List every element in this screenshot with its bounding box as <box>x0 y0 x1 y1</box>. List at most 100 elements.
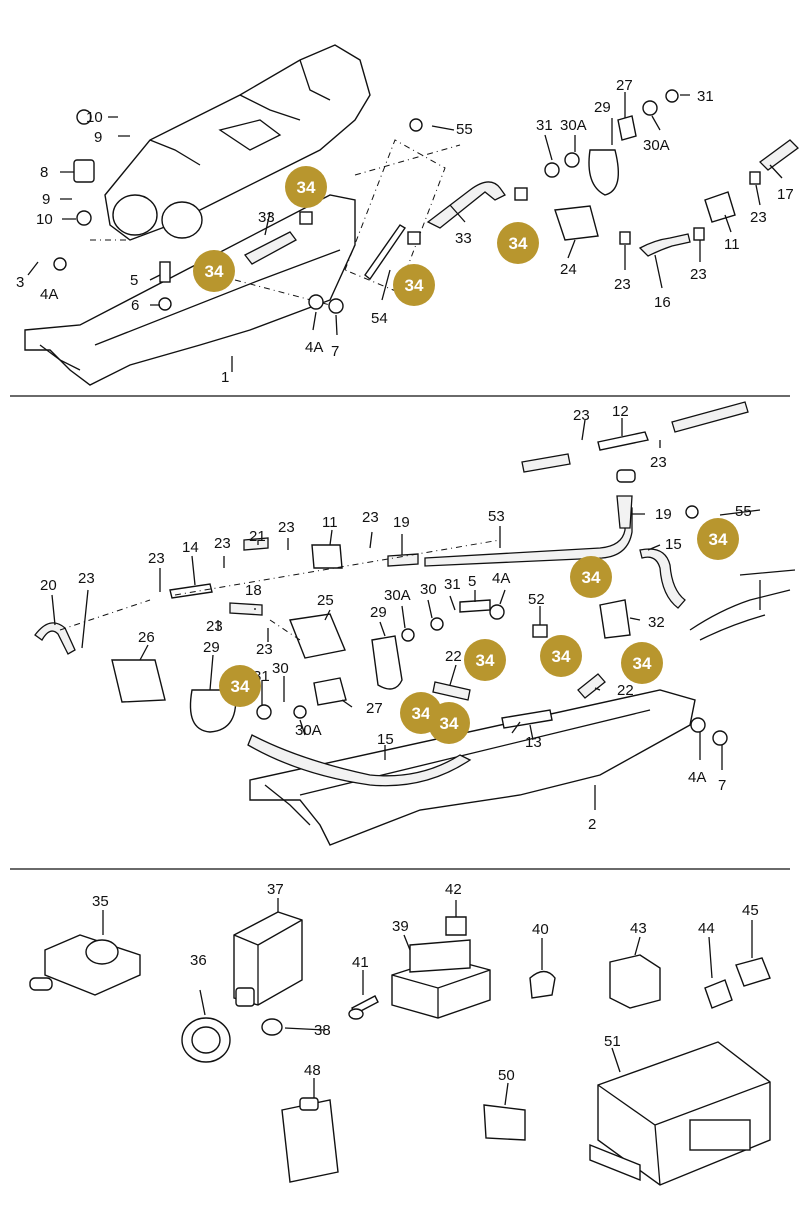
label-21: 21 <box>249 528 266 545</box>
bulb-38 <box>261 1018 283 1036</box>
label-13: 13 <box>525 734 542 751</box>
relay-37-edges <box>233 919 303 1005</box>
label-2: 2 <box>588 816 596 833</box>
tank-neck-right <box>161 201 203 239</box>
hose-18 <box>229 602 263 616</box>
fuel-tank-shape <box>104 44 371 241</box>
label-19-right: 19 <box>655 506 672 523</box>
badge-34-d: 34 <box>497 222 539 264</box>
badge-34-e: 34 <box>697 518 739 560</box>
relay-block-39-edges <box>391 969 491 1018</box>
label-23-s2c: 23 <box>214 535 231 552</box>
connector-45 <box>735 957 771 987</box>
svg-text:34: 34 <box>582 568 601 587</box>
t-piece-12 <box>597 431 649 451</box>
washer-4A <box>53 257 67 271</box>
nut-31-top <box>544 162 560 178</box>
label-12: 12 <box>612 403 629 420</box>
label-27-section2: 27 <box>366 700 383 717</box>
label-1: 1 <box>221 369 229 386</box>
label-5: 5 <box>130 272 138 289</box>
svg-text:34: 34 <box>405 276 424 295</box>
label-7: 7 <box>331 343 339 360</box>
cap-23-bottom <box>616 469 636 483</box>
badge-34-f: 34 <box>570 556 612 598</box>
label-39: 39 <box>392 918 409 935</box>
pipe-13 <box>501 709 553 729</box>
leader-lines <box>27 92 783 1106</box>
control-unit-51-socket <box>689 1119 751 1151</box>
relay-37-socket <box>235 987 255 1007</box>
part-labels: 10 9 8 9 10 3 4A 5 6 1 4A 7 33 33 54 55 … <box>16 77 794 1084</box>
label-22-left: 22 <box>445 648 462 665</box>
nut-31-left <box>256 704 272 720</box>
label-29-left: 29 <box>203 639 220 656</box>
engine-detail-lines <box>739 569 796 610</box>
nut-10b <box>76 210 92 226</box>
label-15-lower: 15 <box>377 731 394 748</box>
label-11-section2: 11 <box>322 514 338 531</box>
center-lines-1 <box>90 144 461 306</box>
nut-31-right <box>665 89 679 103</box>
part-8-mount <box>73 159 95 183</box>
label-23-s2a: 23 <box>362 509 379 526</box>
label-6: 6 <box>131 297 139 314</box>
section-2-drawing <box>34 401 796 846</box>
badge-34-h: 34 <box>540 635 582 677</box>
clamp-23-e <box>299 211 313 225</box>
label-3: 3 <box>16 274 24 291</box>
label-23-s2f: 23 <box>206 618 223 635</box>
label-30A: 30A <box>560 117 587 134</box>
label-52: 52 <box>528 591 545 608</box>
label-31-center: 31 <box>444 576 461 593</box>
label-41: 41 <box>352 954 369 971</box>
pipe-14 <box>169 583 213 599</box>
fuel-pump-25 <box>289 613 346 659</box>
badge-34-c: 34 <box>393 264 435 306</box>
hose-53 <box>424 507 633 567</box>
clamp-23-a <box>514 187 528 201</box>
fuel-pump-24 <box>554 205 599 241</box>
label-55-section2: 55 <box>735 503 752 520</box>
label-50: 50 <box>498 1067 515 1084</box>
filter-32 <box>599 599 631 639</box>
svg-text:34: 34 <box>231 677 250 696</box>
label-23-t: 23 <box>650 454 667 471</box>
hose-upper-left <box>521 453 571 473</box>
bolt-5 <box>159 261 171 283</box>
clamp-23-d <box>749 171 761 185</box>
hose-19-small <box>387 553 419 567</box>
module-48-tab <box>299 1097 319 1111</box>
badges-34: 34 34 34 34 34 34 34 34 34 34 34 34 <box>193 166 739 744</box>
label-36: 36 <box>190 952 207 969</box>
badge-34-i: 34 <box>621 642 663 684</box>
tank-detail-lines <box>149 59 331 166</box>
hose-17 <box>759 139 799 171</box>
label-30-center: 30 <box>420 581 437 598</box>
label-23-c: 23 <box>614 276 631 293</box>
tank-neck-left <box>112 194 158 236</box>
nut-10a <box>76 109 92 125</box>
rod-54 <box>364 224 406 281</box>
label-27: 27 <box>616 77 633 94</box>
label-30A-center: 30A <box>384 587 411 604</box>
label-19: 19 <box>393 514 410 531</box>
clamp-23-b <box>619 231 631 245</box>
clamp-23-f <box>407 231 421 245</box>
svg-text:34: 34 <box>476 651 495 670</box>
bracket-29-top <box>588 149 619 196</box>
label-30-left: 30 <box>272 660 289 677</box>
washer-30A-left <box>293 705 307 719</box>
bracket-outline-54 <box>344 139 446 293</box>
clip-55-section2 <box>685 505 699 519</box>
label-44: 44 <box>698 920 715 937</box>
label-32: 32 <box>648 614 665 631</box>
hose-33-right <box>426 181 506 229</box>
clamp-23-c <box>693 227 705 241</box>
washer-6 <box>158 297 172 311</box>
label-11: 11 <box>724 236 740 253</box>
label-55: 55 <box>456 121 473 138</box>
label-45: 45 <box>742 902 759 919</box>
part-27 <box>313 677 347 706</box>
